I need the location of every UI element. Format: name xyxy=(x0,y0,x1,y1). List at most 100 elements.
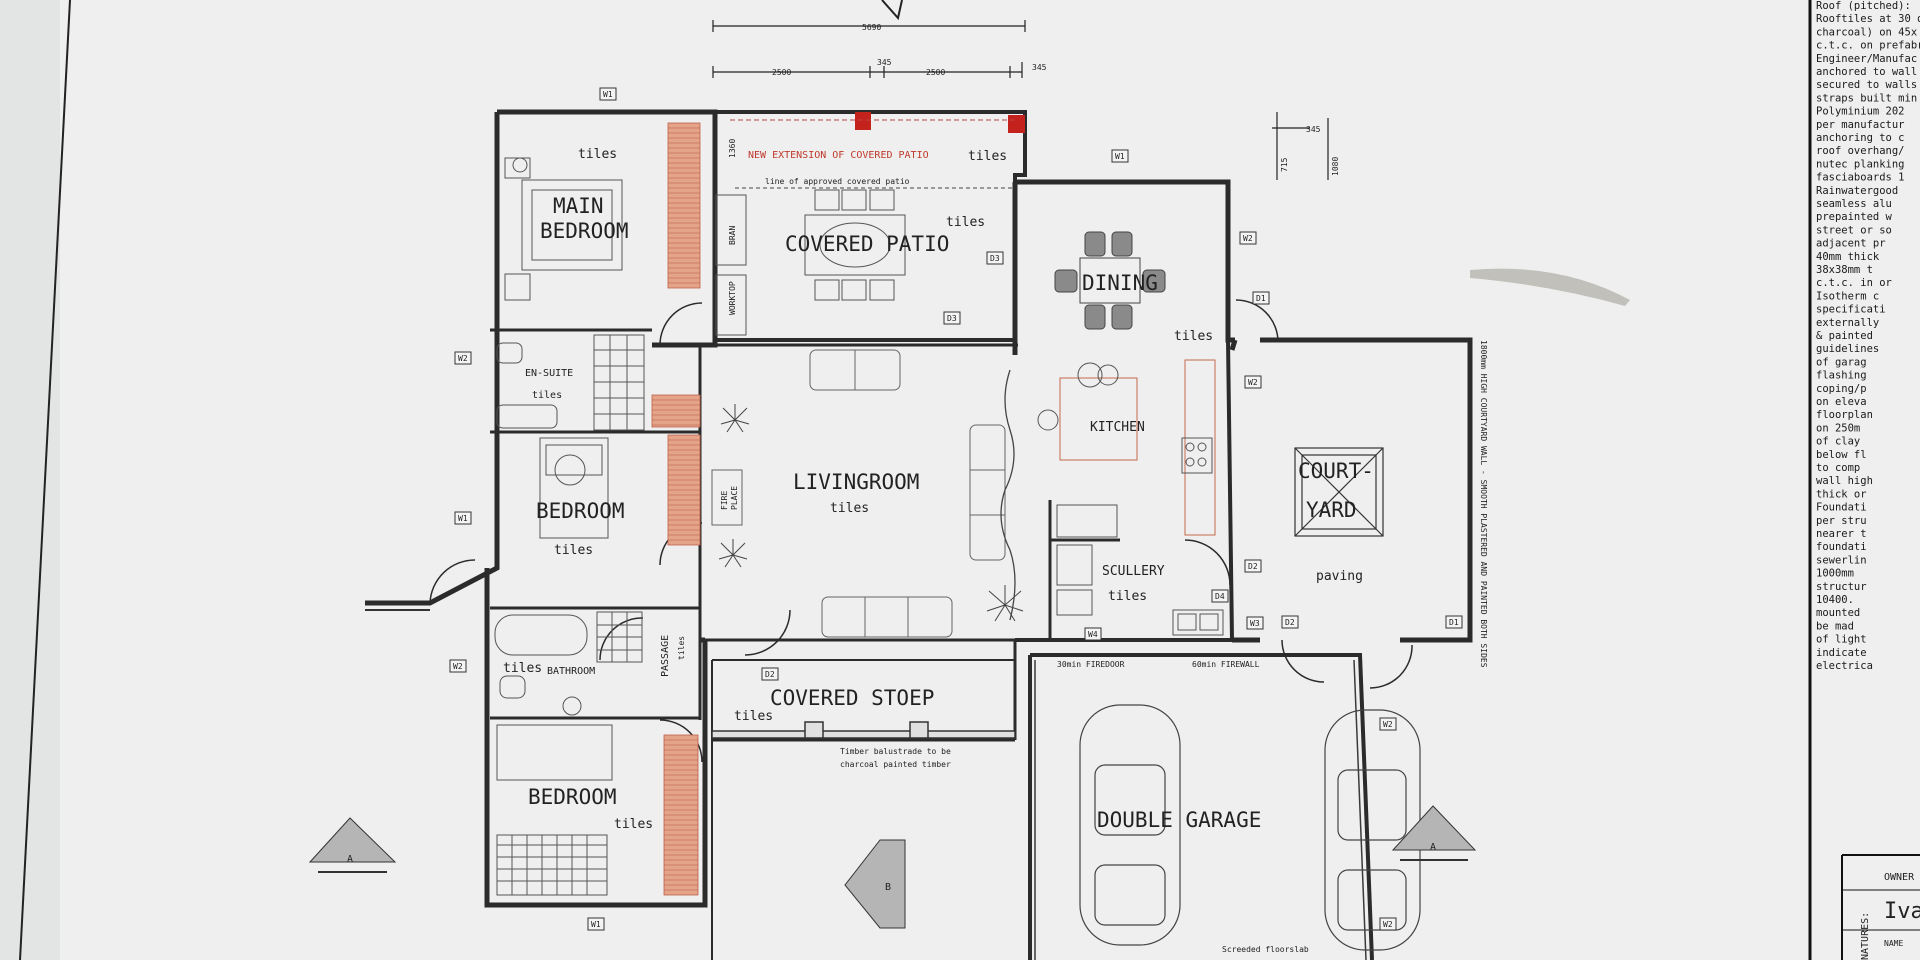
notes-line: straps built min xyxy=(1816,92,1917,104)
label-covered-stoep: COVERED STOEP xyxy=(770,686,934,710)
svg-text:W1: W1 xyxy=(591,920,601,929)
dim-overall: 5690 xyxy=(862,23,881,32)
notes-line: Rainwatergood xyxy=(1816,185,1898,197)
label-courtyard-2: YARD xyxy=(1306,498,1357,522)
notes-line: roof overhang/ xyxy=(1816,145,1905,157)
dim-left-span: 2500 xyxy=(772,68,791,77)
label-patio-tiles-1: tiles xyxy=(968,149,1007,164)
paper-left-margin xyxy=(0,0,60,960)
svg-text:W2: W2 xyxy=(453,662,463,671)
notes-line: seamless alu xyxy=(1816,198,1892,210)
dim-right-span: 2500 xyxy=(926,68,945,77)
label-balustrade-2: charcoal painted timber xyxy=(840,760,951,769)
svg-text:W1: W1 xyxy=(1115,152,1125,161)
column-right xyxy=(1008,115,1025,133)
notes-line: coping/p xyxy=(1816,383,1867,395)
dim-end: 345 xyxy=(1032,63,1047,72)
label-firedoor: 30min FIREDOOR xyxy=(1057,660,1125,669)
label-scullery: SCULLERY xyxy=(1102,564,1165,579)
notes-line: Roof (pitched): xyxy=(1816,0,1911,12)
label-bedroom-three: BEDROOM xyxy=(528,785,617,809)
notes-line: sewerlin xyxy=(1816,554,1867,566)
stoep-balustrade xyxy=(711,721,1016,739)
notes-line: specificati xyxy=(1816,304,1886,316)
garage-walls xyxy=(1034,659,1367,960)
svg-text:D4: D4 xyxy=(1215,592,1225,601)
notes-line: wall high xyxy=(1816,475,1873,487)
label-scullery-tiles: tiles xyxy=(1108,589,1147,604)
section-markers xyxy=(308,805,1477,929)
notes-line: structur xyxy=(1816,581,1867,593)
svg-text:W2: W2 xyxy=(1248,378,1258,387)
label-patio-tiles-2: tiles xyxy=(946,215,985,230)
notes-line: to comp xyxy=(1816,462,1860,474)
notes-line: secured to walls xyxy=(1816,79,1917,91)
label-bran: BRAN xyxy=(728,226,737,245)
svg-text:W3: W3 xyxy=(1250,619,1260,628)
label-stoep-tiles: tiles xyxy=(734,709,773,724)
notes-line: per stru xyxy=(1816,515,1867,527)
dim-gap: 345 xyxy=(877,58,892,67)
notes-line: 38x38mm t xyxy=(1816,264,1873,276)
dim-vert-a: 715 xyxy=(1280,157,1289,172)
svg-text:D1: D1 xyxy=(1256,294,1266,303)
svg-text:W4: W4 xyxy=(1088,630,1098,639)
notes-line: floorplan xyxy=(1816,409,1873,421)
notes-line: per manufactur xyxy=(1816,119,1905,131)
label-main-bedroom-1: MAIN xyxy=(553,194,604,218)
name-label: NAME xyxy=(1884,939,1903,948)
svg-text:D2: D2 xyxy=(1285,618,1295,627)
kitchen-island xyxy=(1037,359,1216,536)
notes-line: indicate xyxy=(1816,647,1867,659)
section-mark-a-left: A xyxy=(347,854,353,865)
notes-line: Rooftiles at 30 d xyxy=(1816,13,1920,25)
notes-line: nutec planking xyxy=(1816,158,1905,170)
notes-line: Polyminium 202 xyxy=(1816,106,1905,118)
svg-text:W2: W2 xyxy=(1243,234,1253,243)
label-screeded-floor: Screeded floorslab xyxy=(1222,945,1309,954)
notes-line: prepainted w xyxy=(1816,211,1893,223)
label-courtyard-paving: paving xyxy=(1316,569,1363,584)
courtyard-planter xyxy=(1294,447,1384,537)
left-border-line xyxy=(19,0,71,960)
living-room-furniture xyxy=(711,349,1006,638)
svg-text:D1: D1 xyxy=(1449,618,1459,627)
dim-vert-b: 1080 xyxy=(1331,157,1340,176)
svg-text:W1: W1 xyxy=(603,90,613,99)
label-bedroom-three-tiles: tiles xyxy=(614,817,653,832)
notes-line: Isotherm c xyxy=(1816,290,1879,302)
notes-line: electrica xyxy=(1816,660,1873,672)
notes-line: flashing xyxy=(1816,370,1867,382)
label-dining: DINING xyxy=(1082,271,1158,295)
indoor-plants xyxy=(718,369,1024,622)
label-line-of-patio: line of approved covered patio xyxy=(765,177,910,186)
svg-text:D2: D2 xyxy=(765,670,775,679)
dim-vert-c: 345 xyxy=(1306,125,1321,134)
owner-name: Iva xyxy=(1884,899,1920,924)
svg-text:D2: D2 xyxy=(1248,562,1258,571)
svg-text:W1: W1 xyxy=(458,514,468,523)
notes-line: of light xyxy=(1816,634,1867,646)
label-bedroom-two-tiles: tiles xyxy=(554,543,593,558)
window-tags xyxy=(449,87,1463,931)
garage-cars xyxy=(1079,704,1421,951)
notes-line: c.t.c. in or xyxy=(1816,277,1892,289)
owner-label: OWNER xyxy=(1884,872,1915,883)
label-firewall: 60min FIREWALL xyxy=(1192,660,1260,669)
column-left xyxy=(855,112,871,130)
notes-line: adjacent pr xyxy=(1816,238,1886,250)
side-dimensions xyxy=(1272,112,1329,180)
notes-line: 40mm thick xyxy=(1816,251,1880,263)
label-passage-tiles: tiles xyxy=(677,636,686,660)
label-en-suite: EN-SUITE xyxy=(525,368,573,379)
notes-line: 1000mm xyxy=(1816,568,1854,580)
notes-line: Engineer/Manufac xyxy=(1816,53,1917,65)
en-suite-fixtures xyxy=(496,334,645,431)
label-covered-patio: COVERED PATIO xyxy=(785,232,949,256)
svg-text:W2: W2 xyxy=(1383,720,1393,729)
label-dining-tiles: tiles xyxy=(1174,329,1213,344)
